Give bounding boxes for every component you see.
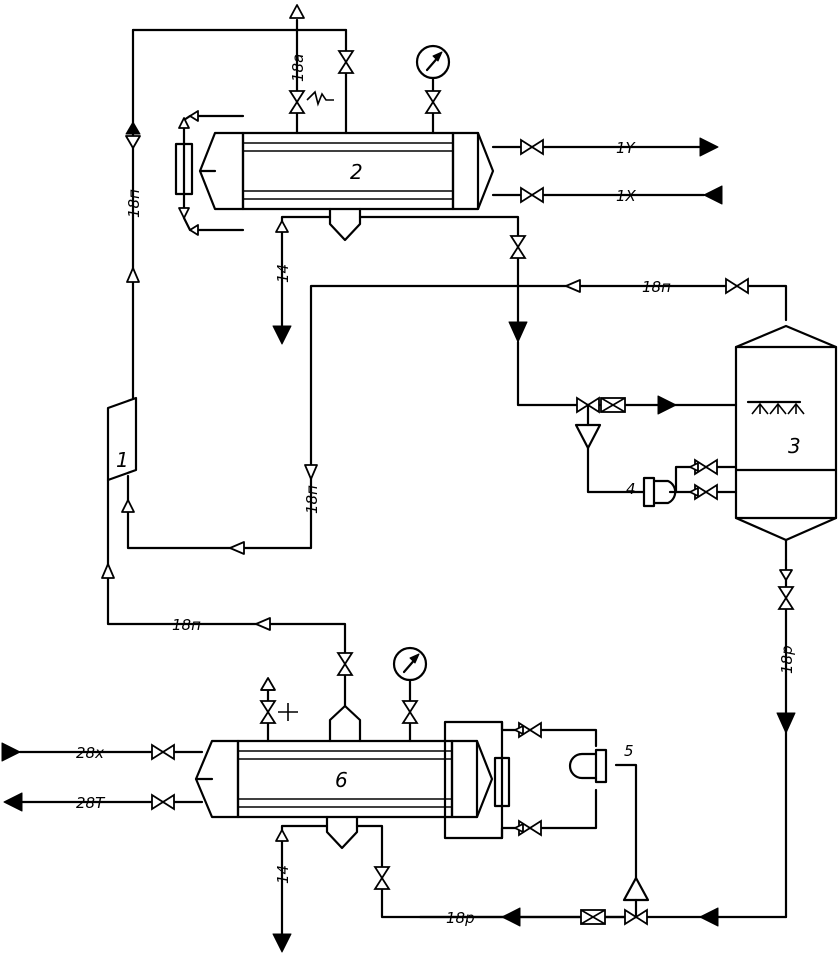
- steam-return-line: [121, 278, 788, 555]
- hx6-water-lines: [1, 742, 204, 812]
- equipment-label-2: 2: [350, 160, 363, 184]
- heat-exchanger-6: [194, 704, 494, 850]
- stream-label-18a: 18а: [289, 54, 307, 82]
- stream-label-18p-right: 18п: [642, 278, 671, 296]
- stream-label-18p-left: 18п: [125, 189, 143, 218]
- stream-label-14-top: 14: [274, 264, 292, 283]
- heat-exchanger-2: [198, 131, 495, 242]
- hx6-side-piping: [443, 720, 598, 840]
- stream-label-14-bottom: 14: [274, 865, 292, 884]
- hx2-drain-line: [358, 215, 590, 407]
- stream-label-18p-middle: 18п: [303, 485, 321, 514]
- stream-label-18r-right: 18р: [778, 645, 796, 674]
- hx2-top-piping: [131, 4, 451, 135]
- separator-feed-line: [574, 395, 738, 494]
- hx6-top-piping: [260, 646, 428, 743]
- equipment-label-3: 3: [788, 434, 801, 458]
- compressor-1: [106, 396, 138, 482]
- stream-label-1X: 1X: [616, 187, 637, 205]
- hx6-vapor-line: [101, 478, 353, 708]
- stream-label-18p-bottom: 18п: [172, 616, 201, 634]
- equipment-label-4: 4: [626, 480, 636, 498]
- level-gauge-top: [174, 110, 245, 236]
- equipment-label-6: 6: [335, 768, 348, 792]
- hx6-liquid-feed-line: [355, 763, 650, 927]
- stream-label-1Y: 1Y: [616, 139, 637, 157]
- pump-5: [568, 748, 608, 784]
- stream-label-28x: 28х: [76, 744, 104, 762]
- separator-vessel-3: [734, 324, 838, 562]
- stream-label-28T: 28Т: [76, 794, 106, 812]
- stream-label-18r-bottom: 18р: [446, 909, 475, 927]
- equipment-label-5: 5: [624, 742, 634, 760]
- pump-4: [642, 459, 738, 508]
- compressor-discharge-line: [125, 28, 141, 400]
- condensate-line-14-top: [272, 215, 332, 345]
- equipment-label-1: 1: [116, 448, 129, 472]
- hx2-water-lines: [491, 137, 723, 205]
- condensate-line-14-bottom: [272, 824, 329, 953]
